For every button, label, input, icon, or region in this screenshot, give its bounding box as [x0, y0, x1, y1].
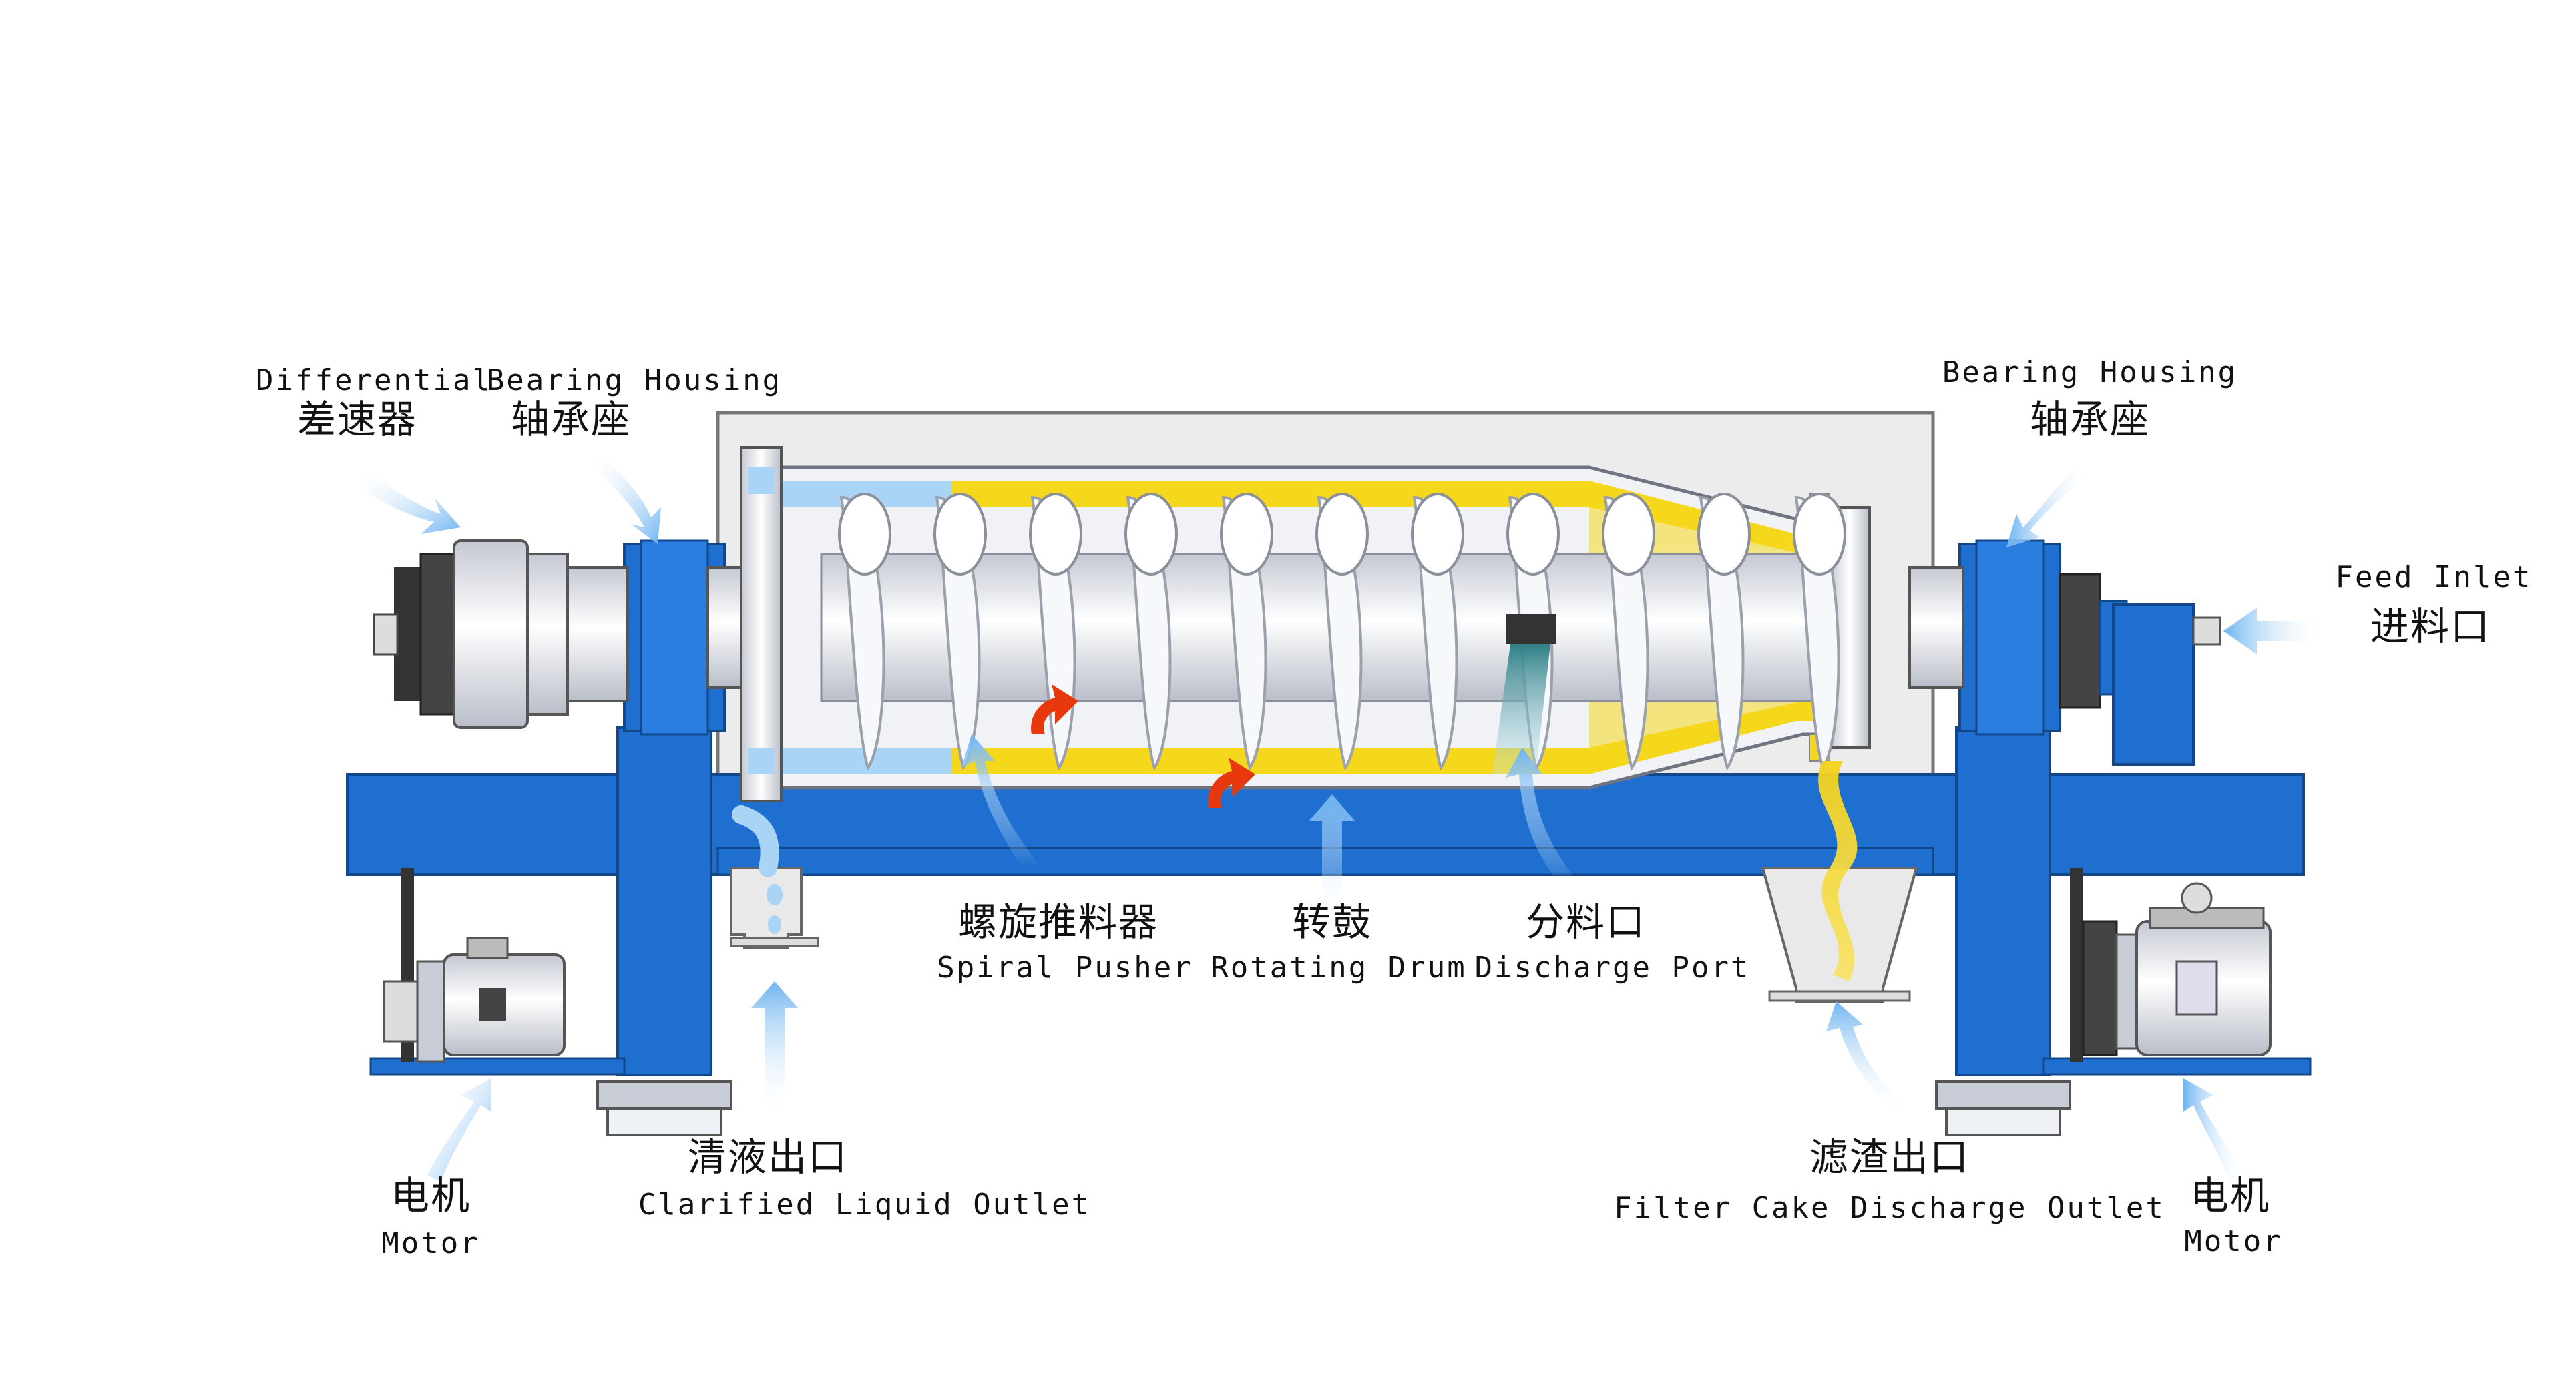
label-bearing-left-en: Bearing Housing — [486, 363, 783, 397]
spiral-flight-edge — [1411, 493, 1464, 576]
spiral-flight-edge — [933, 493, 987, 576]
label-bearing-right-zh: 轴承座 — [2029, 397, 2151, 442]
label-cake-en: Filter Cake Discharge Outlet — [1614, 1191, 2165, 1225]
spiral-flight-edge — [1315, 493, 1369, 576]
spiral-flight-edge — [1602, 493, 1655, 576]
spiral-flight-edge — [1220, 493, 1273, 576]
label-motor-left-en: Motor — [381, 1226, 480, 1260]
motor-right — [2082, 882, 2272, 1056]
label-feed-zh: 进料口 — [2370, 604, 2491, 649]
label-drum-en: Rotating Drum — [1211, 951, 1467, 985]
pointer-arrows — [361, 454, 2324, 1182]
label-clarified-en: Clarified Liquid Outlet — [638, 1188, 1092, 1222]
label-spiral-zh: 螺旋推料器 — [957, 899, 1159, 945]
label-spiral-en: Spiral Pusher — [937, 951, 1193, 985]
spiral-flight-edge — [1697, 493, 1751, 576]
spiral-flight-edge — [1793, 493, 1846, 576]
spiral-flight-edge — [1029, 493, 1082, 576]
label-discharge-en: Discharge Port — [1474, 951, 1751, 985]
label-motor-left-zh: 电机 — [390, 1173, 471, 1218]
bearing-housing-right — [1958, 539, 2061, 736]
label-bearing-left-zh: 轴承座 — [510, 397, 632, 442]
label-differential-zh: 差速器 — [296, 397, 418, 442]
label-drum-zh: 转鼓 — [1291, 899, 1373, 945]
spiral-pusher — [838, 493, 1846, 771]
label-clarified-zh: 清液出口 — [687, 1134, 849, 1180]
label-discharge-zh: 分料口 — [1525, 899, 1647, 945]
clarified-liquid-outlet — [730, 805, 819, 949]
label-differential-en: Differential — [256, 363, 492, 397]
differential — [373, 539, 629, 729]
label-motor-right-en: Motor — [2184, 1224, 2283, 1258]
label-feed-en: Feed Inlet — [2335, 560, 2533, 594]
flow-arrows-red — [1031, 684, 1255, 808]
spiral-flight-edge — [1506, 493, 1560, 576]
discharge-port — [1492, 614, 1556, 774]
filter-cake-outlet — [1761, 761, 1918, 1003]
label-bearing-right-en: Bearing Housing — [1942, 355, 2238, 389]
feed-inlet-assembly — [1908, 566, 2221, 766]
spiral-flight-edge — [838, 493, 891, 576]
motor-left — [383, 937, 566, 1063]
label-motor-right-zh: 电机 — [2189, 1173, 2271, 1218]
spiral-flight-edge — [1124, 493, 1178, 576]
label-cake-zh: 滤渣出口 — [1809, 1134, 1970, 1180]
